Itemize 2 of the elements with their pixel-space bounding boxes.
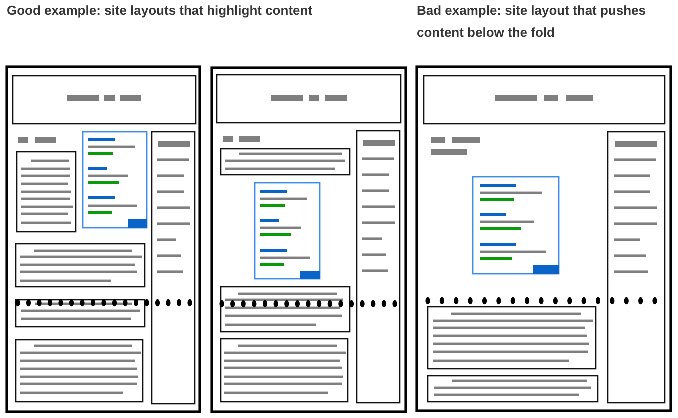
panel-heading: Bad example: site layout that pushes content below the fold (417, 2, 648, 42)
panel-heading: Good example: site layouts that highlight content (7, 2, 314, 20)
